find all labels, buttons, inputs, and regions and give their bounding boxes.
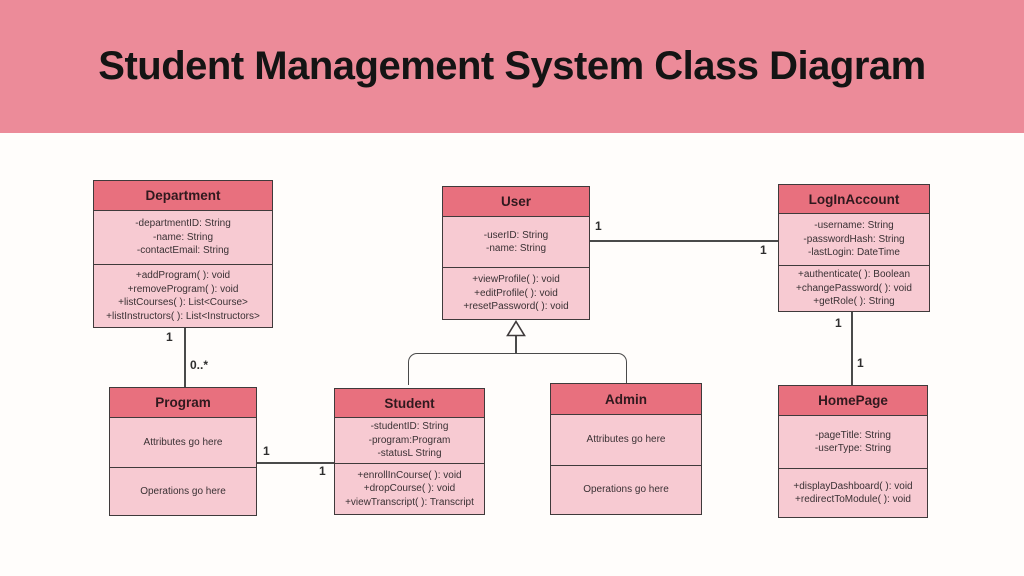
class-attributes: Attributes go here [110, 418, 256, 468]
association-line-department-program [184, 328, 186, 387]
method-line: +addProgram( ): void [135, 270, 231, 281]
class-title: Program [110, 388, 256, 418]
association-line-user-loginaccount [590, 240, 778, 242]
class-box-student: Student -studentID: String -program:Prog… [334, 388, 485, 515]
method-line: +viewProfile( ): void [472, 274, 560, 286]
class-box-admin: Admin Attributes go here Operations go h… [550, 383, 702, 515]
method-line: +enrollInCourse( ): void [357, 469, 462, 481]
class-title: Admin [551, 384, 701, 415]
multiplicity-label: 1 [857, 356, 864, 370]
class-title: LogInAccount [779, 185, 929, 214]
attribute-line: -pageTitle: String [815, 429, 891, 441]
attribute-line: -userID: String [483, 229, 549, 241]
multiplicity-label: 0..* [190, 358, 209, 372]
method-line: +changePassword( ): void [796, 282, 912, 294]
attribute-line: -departmentID: String [135, 218, 231, 230]
method-line: +redirectToModule( ): void [795, 494, 911, 505]
attribute-line: -contactEmail: String [136, 245, 230, 257]
class-box-loginaccount: LogInAccount -username: String -password… [778, 184, 930, 312]
method-line: +removeProgram( ): void [127, 283, 239, 295]
inheritance-arrow-icon [506, 320, 526, 337]
class-attributes: -pageTitle: String -userType: String [779, 416, 927, 469]
attribute-line: -username: String [814, 220, 894, 232]
attribute-line: -program:Program [368, 434, 451, 446]
method-line: +listCourses( ): List<Course> [118, 297, 248, 308]
association-line-loginaccount-homepage [851, 312, 853, 385]
class-methods: +addProgram( ): void +removeProgram( ): … [94, 265, 272, 327]
multiplicity-label: 1 [319, 464, 326, 478]
class-methods: Operations go here [551, 466, 701, 514]
class-attributes: -studentID: String -program:Program -sta… [335, 418, 484, 464]
method-line: +editProfile( ): void [474, 287, 558, 299]
inheritance-line-stem [515, 336, 517, 354]
method-line: +resetPassword( ): void [463, 301, 569, 313]
page-title: Student Management System Class Diagram [98, 44, 926, 88]
attribute-line: -name: String [485, 243, 547, 254]
method-line: +listInstructors( ): List<Instructors> [106, 310, 260, 322]
attribute-line: -studentID: String [370, 421, 449, 433]
method-line: Operations go here [583, 484, 669, 496]
class-box-program: Program Attributes go here Operations go… [109, 387, 257, 516]
multiplicity-label: 1 [595, 219, 602, 233]
class-box-user: User -userID: String -name: String +view… [442, 186, 590, 320]
class-methods: +authenticate( ): Boolean +changePasswor… [779, 266, 929, 311]
class-box-homepage: HomePage -pageTitle: String -userType: S… [778, 385, 928, 518]
class-attributes: -userID: String -name: String [443, 217, 589, 268]
attribute-line: -statusL String [377, 448, 442, 460]
multiplicity-label: 1 [166, 330, 173, 344]
method-line: +authenticate( ): Boolean [797, 269, 911, 281]
multiplicity-label: 1 [760, 243, 767, 257]
class-methods: +viewProfile( ): void +editProfile( ): v… [443, 268, 589, 319]
class-box-department: Department -departmentID: String -name: … [93, 180, 273, 328]
attribute-line: -lastLogin: DateTime [808, 247, 900, 259]
method-line: +dropCourse( ): void [363, 483, 456, 495]
attribute-line: -passwordHash: String [803, 233, 905, 245]
attribute-line: Attributes go here [143, 436, 223, 448]
method-line: Operations go here [140, 485, 226, 497]
multiplicity-label: 1 [263, 444, 270, 458]
class-methods: Operations go here [110, 468, 256, 515]
class-attributes: -username: String -passwordHash: String … [779, 214, 929, 266]
class-title: Department [94, 181, 272, 211]
class-attributes: -departmentID: String -name: String -con… [94, 211, 272, 265]
class-attributes: Attributes go here [551, 415, 701, 466]
method-line: +getRole( ): String [813, 296, 895, 308]
attribute-line: -userType: String [814, 443, 892, 454]
method-line: +viewTranscript( ): Transcript [345, 496, 474, 508]
class-methods: +enrollInCourse( ): void +dropCourse( ):… [335, 464, 484, 514]
title-banner: Student Management System Class Diagram [0, 0, 1024, 133]
class-methods: +displayDashboard( ): void +redirectToMo… [779, 469, 927, 517]
class-title: User [443, 187, 589, 217]
attribute-line: Attributes go here [586, 434, 666, 446]
association-line-program-student [257, 462, 334, 464]
inheritance-line-branch [408, 353, 627, 385]
attribute-line: -name: String [152, 231, 214, 243]
method-line: +displayDashboard( ): void [793, 480, 913, 492]
class-title: HomePage [779, 386, 927, 416]
multiplicity-label: 1 [835, 316, 842, 330]
class-title: Student [335, 389, 484, 418]
